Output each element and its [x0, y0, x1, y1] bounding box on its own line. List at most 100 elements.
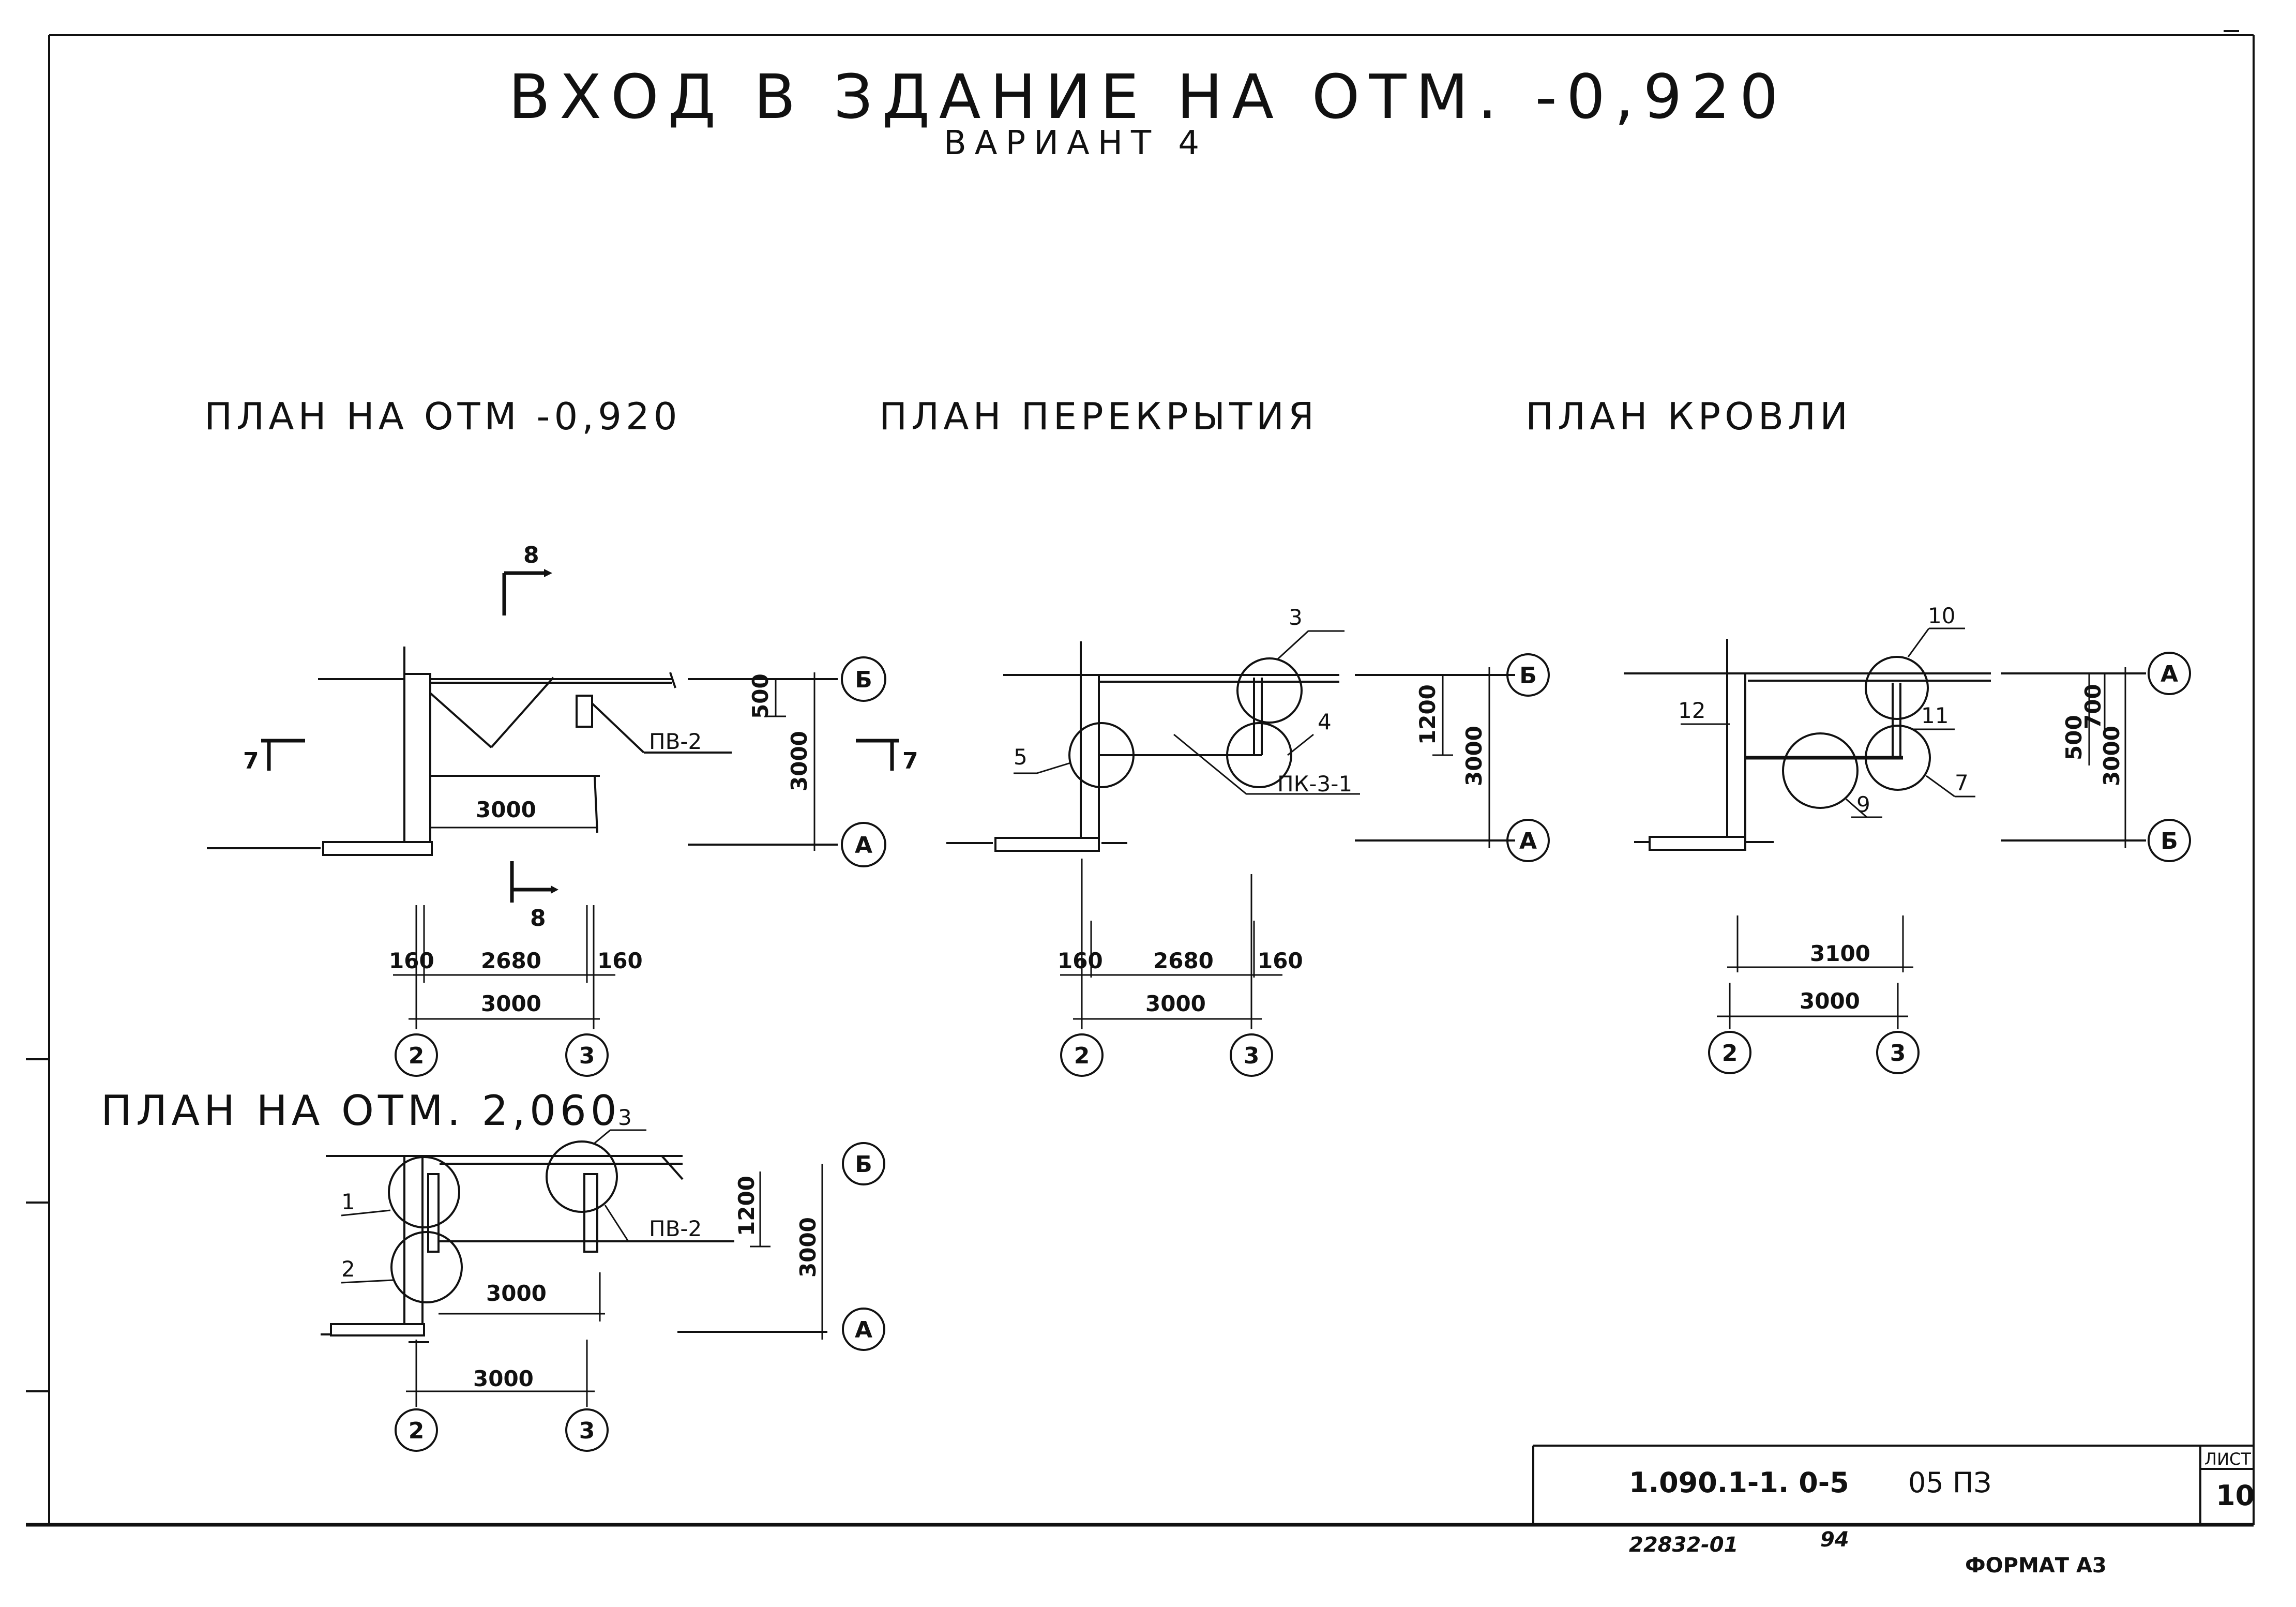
axis-bubble-left	[1708, 1031, 1751, 1074]
dim-3000-b: 3000	[1800, 988, 1860, 1014]
callout-12: 12	[1678, 698, 1705, 723]
plan-4-title: ПЛАН НА ОТМ. 2,060	[101, 1087, 621, 1135]
callout-circle-9	[1782, 732, 1859, 809]
plan-1: ПЛАН НА ОТМ -0,920 8 8 7 7 ПВ-2	[204, 395, 918, 1077]
axis-label-right: 3	[1890, 1040, 1906, 1067]
dim-2680: 2680	[1153, 948, 1214, 973]
axis-label-left: 2	[1074, 1043, 1090, 1069]
axis-label-right: 3	[579, 1418, 595, 1444]
dim-160-l: 160	[389, 948, 434, 973]
axis-label-left: 2	[409, 1418, 425, 1444]
dim-2680: 2680	[481, 948, 541, 973]
callout-3: 3	[1289, 605, 1303, 630]
label-pv2: ПВ-2	[649, 729, 702, 754]
sheet-subtitle: ВАРИАНТ 4	[944, 124, 1207, 162]
callout-circle-5	[1068, 722, 1135, 788]
callout-11: 11	[1921, 703, 1948, 728]
axis-bubble-top	[2148, 652, 2191, 695]
plan-1-title: ПЛАН НА ОТМ -0,920	[204, 395, 682, 438]
axis-bubble-left	[395, 1408, 438, 1452]
dim-160-l: 160	[1058, 948, 1103, 973]
stamp-code: 1.090.1-1. 0-5	[1629, 1466, 1849, 1499]
axis-label-left: 2	[409, 1043, 425, 1069]
dim-3000-inner: 3000	[486, 1281, 547, 1306]
callout-4: 4	[1318, 709, 1332, 734]
dim-500: 500	[748, 673, 773, 719]
dim-160-r: 160	[1258, 948, 1303, 973]
plan-3: ПЛАН КРОВЛИ 10 11 12 7 9 500 700 30	[1525, 395, 2191, 1074]
label-pk: ПК-3-1	[1277, 771, 1352, 797]
axis-label-top: Б	[855, 1151, 872, 1178]
axis-bubble-left	[395, 1033, 438, 1077]
dim-3000-b: 3000	[473, 1366, 534, 1391]
axis-label-bottom: А	[855, 1317, 872, 1343]
stamp-inventory: 22832-01	[1629, 1533, 1738, 1557]
section-label-right: 7	[902, 748, 918, 774]
callout-circle-3	[1236, 657, 1303, 724]
axis-label-bottom: А	[855, 832, 872, 859]
axis-label-top: А	[2161, 661, 2178, 687]
wall-left	[1080, 674, 1100, 849]
callout-7: 7	[1955, 770, 1969, 795]
section-label-bottom: 8	[530, 905, 546, 932]
callout-3: 3	[618, 1105, 632, 1130]
callout-10: 10	[1928, 603, 1955, 628]
plan-3-title: ПЛАН КРОВЛИ	[1525, 395, 1852, 438]
dim-160-r: 160	[597, 948, 643, 973]
axis-bubble-top	[841, 656, 886, 702]
callout-2: 2	[341, 1256, 355, 1282]
axis-bubble-right	[565, 1408, 609, 1452]
dim-3000-b: 3000	[1145, 991, 1206, 1016]
axis-bubble-right	[1230, 1033, 1273, 1077]
dim-1200: 1200	[1415, 684, 1440, 745]
sheet-title: ВХОД В ЗДАНИЕ НА ОТМ. -0,920	[508, 61, 1788, 132]
plan-4: ПЛАН НА ОТМ. 2,060 1 2 3 ПВ-2 3000 1200 …	[101, 1087, 885, 1452]
callout-9: 9	[1856, 792, 1870, 817]
stamp-inventory-suffix: 94	[1820, 1528, 1849, 1552]
dim-3000-v: 3000	[787, 731, 812, 791]
callout-circle-2	[390, 1231, 463, 1303]
axis-bubble-bottom	[2148, 819, 2191, 862]
stamp-sheet-no: 10	[2216, 1479, 2255, 1512]
section-label-left: 7	[243, 748, 259, 774]
plan-2: ПЛАН ПЕРЕКРЫТИЯ 3 4 5 ПК-3-1 1200 3000	[879, 395, 1550, 1077]
wall-left	[403, 673, 431, 851]
dim-3000-v: 3000	[1461, 726, 1487, 786]
axis-label-top: Б	[1519, 663, 1537, 689]
dim-3100: 3100	[1810, 941, 1870, 966]
axis-bubble-top	[842, 1142, 885, 1185]
label-pv2: ПВ-2	[649, 1216, 702, 1241]
axis-bubble-left	[1060, 1033, 1104, 1077]
axis-label-bottom: Б	[2161, 828, 2178, 854]
axis-bubble-bottom	[1506, 819, 1550, 862]
axis-bubble-right	[565, 1033, 609, 1077]
dim-1200: 1200	[734, 1176, 759, 1236]
callout-5: 5	[1014, 744, 1028, 770]
callout-circle-1	[388, 1156, 460, 1228]
dim-3000-inner: 3000	[476, 797, 536, 822]
dim-3000-v: 3000	[2099, 726, 2124, 786]
axis-bubble-bottom	[841, 822, 886, 867]
dim-500: 500	[2061, 715, 2087, 760]
axis-label-right: 3	[1244, 1043, 1260, 1069]
callout-circle-7	[1865, 725, 1931, 791]
stamp-sheet-label: ЛИСТ	[2204, 1449, 2251, 1469]
axis-bubble-bottom	[842, 1308, 885, 1351]
title-block: 1.090.1-1. 0-5 05 ПЗ ЛИСТ 10 22832-01 94…	[1532, 1445, 2255, 1578]
axis-label-left: 2	[1722, 1040, 1738, 1067]
wall-left	[1726, 672, 1746, 849]
callout-circle-3	[546, 1140, 618, 1213]
axis-label-right: 3	[579, 1043, 595, 1069]
sheet-frame	[26, 30, 2255, 1527]
axis-label-bottom: А	[1519, 828, 1537, 854]
stamp-format: ФОРМАТ А3	[1965, 1554, 2107, 1578]
axis-label-top: Б	[855, 667, 872, 693]
callout-circle-10	[1865, 656, 1929, 720]
axis-bubble-top	[1506, 653, 1550, 697]
dim-3000-v: 3000	[795, 1217, 821, 1278]
dim-3000-b: 3000	[481, 991, 541, 1016]
stamp-doc: 05 ПЗ	[1908, 1466, 1991, 1499]
callout-circle-4	[1226, 722, 1292, 788]
dim-700: 700	[2080, 684, 2106, 729]
